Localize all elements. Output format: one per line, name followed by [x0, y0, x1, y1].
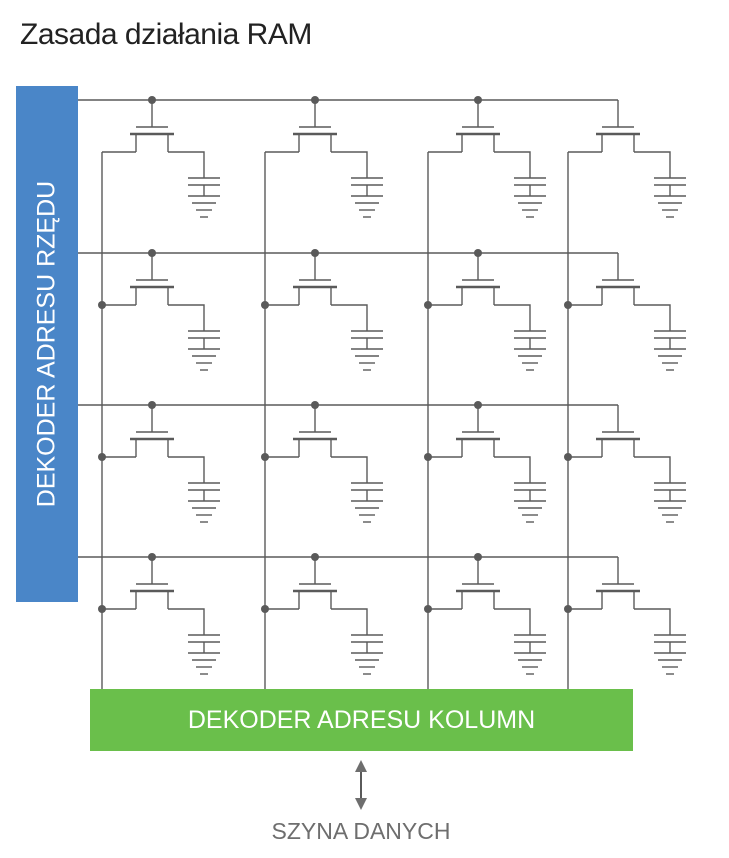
- column-address-decoder-label: DEKODER ADRESU KOLUMN: [187, 706, 536, 734]
- bit-line-junction: [98, 301, 106, 309]
- bit-line-junction: [424, 301, 432, 309]
- capacitor-lead: [331, 304, 368, 331]
- capacitor-lead: [634, 456, 671, 483]
- capacitor-lead: [494, 151, 531, 178]
- capacitor-lead: [494, 456, 531, 483]
- row-address-decoder: [16, 86, 78, 602]
- capacitor-lead: [168, 304, 205, 331]
- capacitor-lead: [494, 304, 531, 331]
- capacitor-lead: [168, 608, 205, 635]
- capacitor-lead: [331, 608, 368, 635]
- capacitor-lead: [168, 151, 205, 178]
- bit-line-junction: [564, 453, 572, 461]
- data-bus-arrow-down: [355, 798, 367, 810]
- column-address-decoder: [90, 689, 633, 751]
- page-title: Zasada działania RAM: [20, 18, 312, 51]
- capacitor-lead: [634, 151, 671, 178]
- data-bus-arrow-up: [355, 760, 367, 772]
- capacitor-lead: [634, 608, 671, 635]
- bit-line-junction: [98, 605, 106, 613]
- bit-line-junction: [424, 453, 432, 461]
- capacitor-lead: [168, 456, 205, 483]
- bit-line-junction: [564, 301, 572, 309]
- bit-line-junction: [261, 301, 269, 309]
- capacitor-lead: [331, 456, 368, 483]
- bit-line-junction: [98, 453, 106, 461]
- bit-line-junction: [261, 605, 269, 613]
- data-bus-label: SZYNA DANYCH: [271, 818, 451, 844]
- capacitor-lead: [331, 151, 368, 178]
- bit-line-junction: [564, 605, 572, 613]
- capacitor-lead: [494, 608, 531, 635]
- bit-line-junction: [424, 605, 432, 613]
- capacitor-lead: [634, 304, 671, 331]
- bit-line-junction: [261, 453, 269, 461]
